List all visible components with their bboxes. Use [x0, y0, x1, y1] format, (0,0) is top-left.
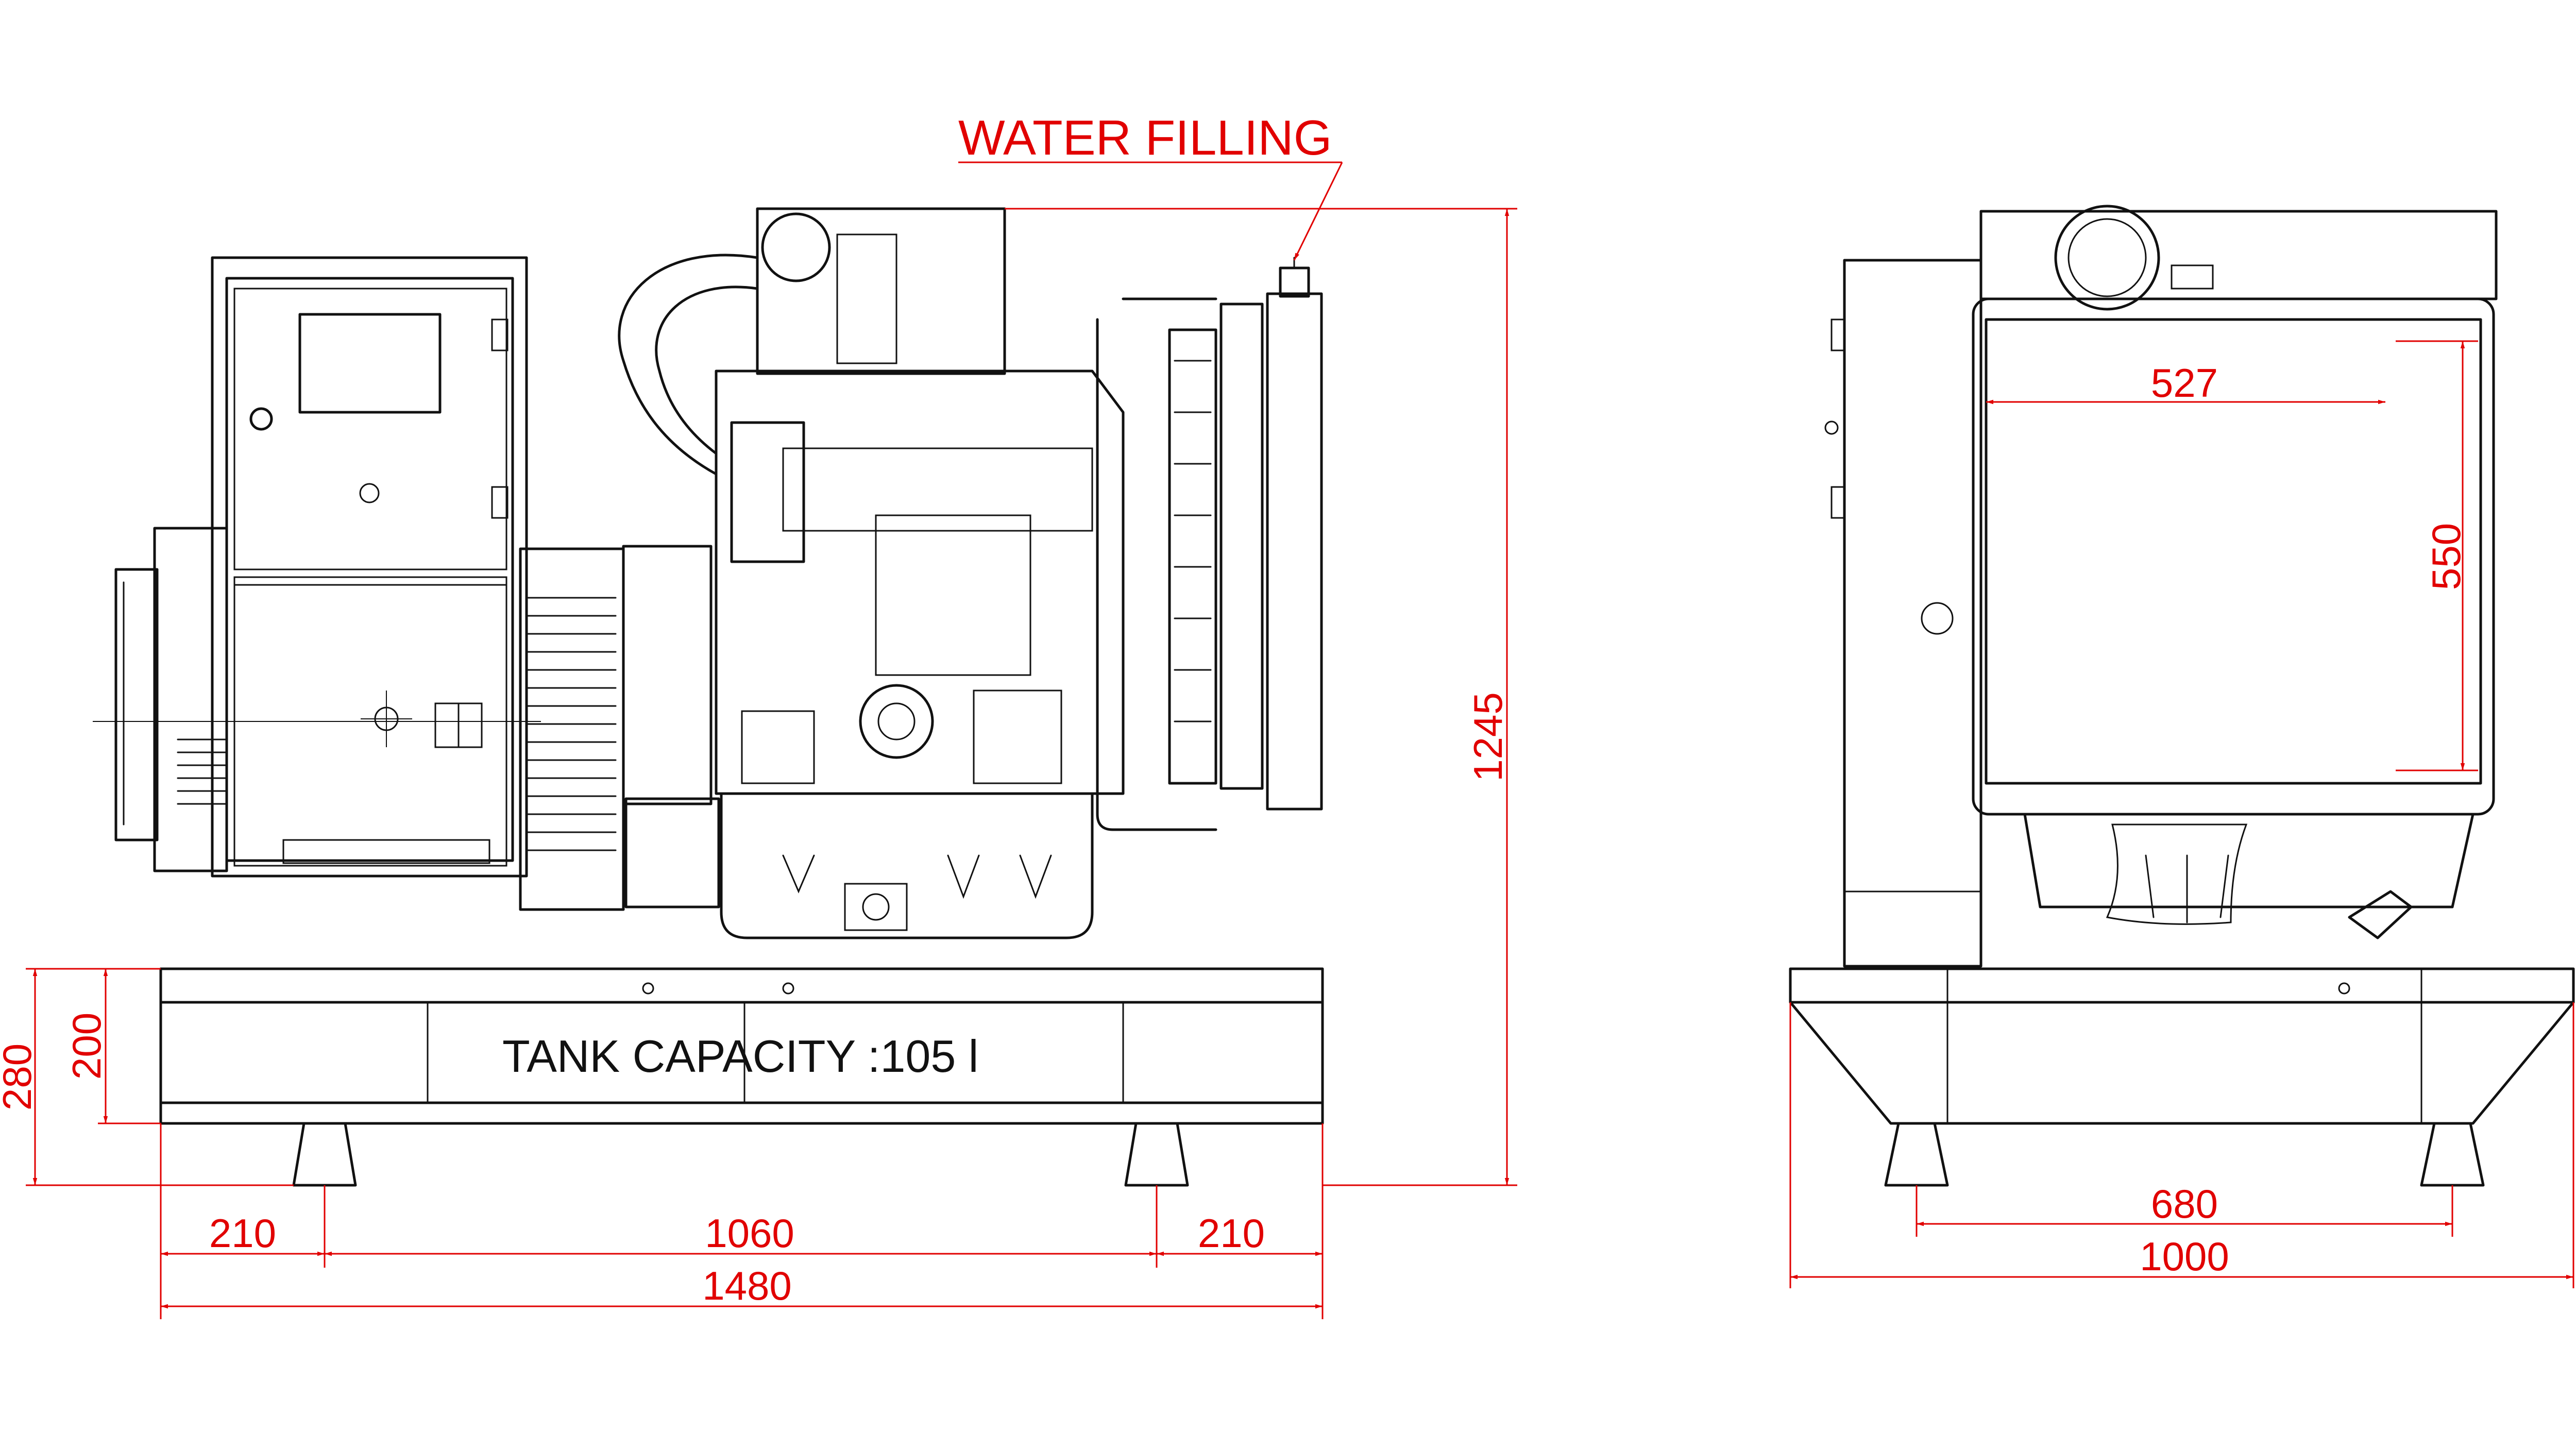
- engine: [618, 207, 1125, 939]
- dim-280-text: 280: [0, 1044, 40, 1111]
- dim-1480-text: 1480: [702, 1263, 792, 1308]
- front-view: TANK CAPACITY :105 l WATER FILLING 1245 …: [0, 110, 1517, 1319]
- dim-1060-text: 1060: [705, 1210, 794, 1256]
- radiator: [1096, 257, 1323, 831]
- radiator-cap: [1279, 266, 1310, 298]
- side-base: [1789, 967, 2575, 1125]
- panel-lock-icon: [249, 407, 273, 431]
- dim-680-text: 680: [2151, 1181, 2218, 1226]
- dim-front-lengths: 210 1060 210 1480: [160, 1123, 1324, 1319]
- dim-foot-span-680: 680: [1916, 1181, 2453, 1237]
- base-frame: TANK CAPACITY :105 l: [159, 967, 1324, 1187]
- side-foot-left: [1884, 1122, 1949, 1187]
- dim-550-text: 550: [2424, 523, 2469, 590]
- panel-display: [298, 313, 442, 414]
- side-foot-right: [2420, 1122, 2485, 1187]
- dim-527-text: 527: [2151, 360, 2218, 406]
- front-foot-right: [1124, 1122, 1189, 1187]
- dim-height-1245: 1245: [1005, 208, 1517, 1186]
- dim-total-width-1000: 1000: [1789, 1002, 2574, 1288]
- water-filling-label: WATER FILLING: [958, 110, 1332, 165]
- tank-capacity-label: TANK CAPACITY :105 l: [502, 1031, 978, 1082]
- water-filling-callout: WATER FILLING: [958, 110, 1343, 261]
- dim-210-right-text: 210: [1198, 1210, 1265, 1256]
- dim-radiator-width-527: 527: [1986, 360, 2385, 406]
- dim-1000-text: 1000: [2140, 1234, 2229, 1279]
- dim-210-left-text: 210: [209, 1210, 276, 1256]
- dim-radiator-height-550: 550: [2396, 340, 2478, 771]
- dim-200-text: 200: [64, 1013, 109, 1080]
- control-panel: [211, 256, 528, 878]
- dim-base-heights: 280 200: [0, 968, 294, 1186]
- side-view: 527 550 680 1000: [1789, 205, 2575, 1288]
- front-foot-left: [292, 1122, 357, 1187]
- dim-1245-text: 1245: [1465, 692, 1511, 782]
